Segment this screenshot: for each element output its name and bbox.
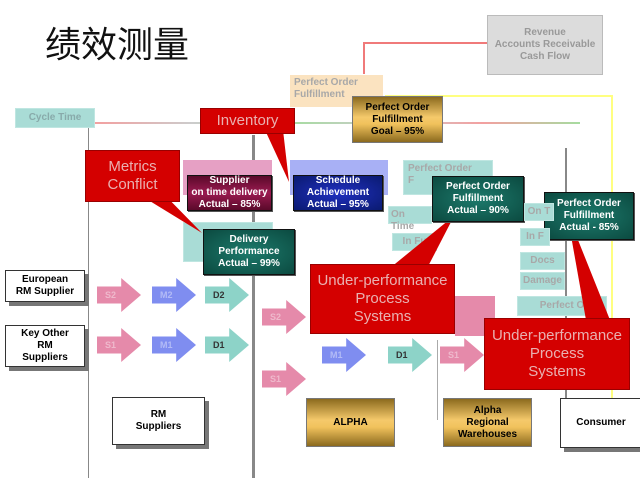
supplier-metric: Supplier on time delivery Actual – 85%	[187, 175, 272, 211]
cycle-time-box: Cycle Time	[15, 108, 95, 128]
schedule-metric: Schedule Achievement Actual – 95%	[293, 175, 383, 211]
pof-85-metric: Perfect Order Fulfillment Actual - 85%	[544, 192, 634, 240]
on-t-label: On T	[524, 203, 554, 221]
faded-perfect-order-box: Perfect Order Fulfillment	[290, 75, 383, 107]
process-arrow: M1	[152, 328, 196, 362]
process-arrow: S1	[262, 362, 306, 396]
delivery-metric: Delivery Performance Actual – 99%	[203, 229, 295, 275]
docs-label: Docs	[520, 252, 565, 270]
process-arrow: D2	[205, 278, 249, 312]
flow-line	[95, 122, 580, 124]
process-arrow: S1	[97, 328, 141, 362]
process-arrow: D1	[388, 338, 432, 372]
process-arrow: S1	[440, 338, 484, 372]
in-f-label: In F	[520, 228, 550, 246]
under-performance-callout: Under-performance Process Systems	[484, 318, 630, 390]
process-arrow: S2	[97, 278, 141, 312]
page-title: 绩效测量	[45, 25, 190, 66]
on-time-label: On Time	[388, 206, 432, 232]
rm-suppliers-node: RM Suppliers	[112, 397, 205, 445]
goal-box: Perfect Order Fulfillment Goal – 95%	[352, 96, 443, 143]
process-arrow: D1	[205, 328, 249, 362]
alpha-node: ALPHA	[306, 398, 395, 447]
pof-90-metric: Perfect Order Fulfillment Actual – 90%	[432, 176, 524, 222]
metrics-conflict-callout: Metrics Conflict	[85, 150, 180, 202]
european-supplier-node: European RM Supplier	[5, 270, 85, 302]
process-arrow: M1	[322, 338, 366, 372]
regional-warehouses-node: Alpha Regional Warehouses	[443, 398, 532, 447]
process-arrow: M2	[152, 278, 196, 312]
inventory-callout: Inventory	[200, 108, 295, 134]
consumer-node: Consumer	[560, 398, 640, 448]
process-arrow: S2	[262, 300, 306, 334]
key-other-suppliers-node: Key Other RM Suppliers	[5, 325, 85, 367]
damage-label: Damage	[520, 272, 565, 290]
revenue-box: Revenue Accounts Receivable Cash Flow	[487, 15, 603, 75]
under-performance-callout: Under-performance Process Systems	[310, 264, 455, 334]
